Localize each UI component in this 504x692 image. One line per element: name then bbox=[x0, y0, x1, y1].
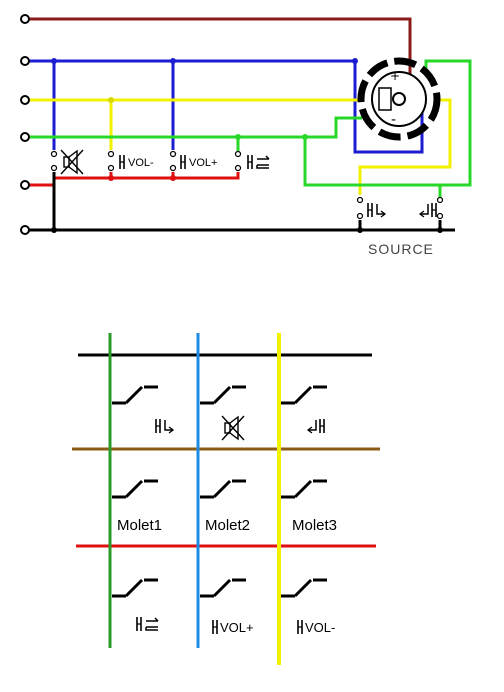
terminals bbox=[20, 14, 30, 235]
source-next-icon bbox=[155, 418, 174, 434]
source-label: SOURCE bbox=[368, 241, 434, 257]
junction-dot bbox=[170, 58, 176, 64]
matrix-switch bbox=[279, 385, 329, 405]
matrix-switch bbox=[279, 578, 329, 598]
matrix-switch bbox=[198, 479, 248, 499]
mode-switch-icon bbox=[247, 154, 270, 170]
junction-dot bbox=[108, 175, 114, 181]
mute-speaker-icon bbox=[221, 415, 245, 441]
junction-dot bbox=[352, 58, 358, 64]
switch-source-next bbox=[367, 202, 386, 218]
molet3-label: Molet3 bbox=[292, 517, 337, 534]
terminal-4 bbox=[20, 132, 30, 142]
switch-label-vol-plus: VOL+ bbox=[189, 157, 217, 169]
junction-dot bbox=[170, 175, 176, 181]
matrix-label-vol-minus: VOL- bbox=[305, 620, 335, 635]
switch-mute bbox=[60, 149, 84, 175]
matrix-switch bbox=[110, 578, 160, 598]
top-circuit: VOL- VOL+ SOURCE + - bbox=[20, 14, 472, 257]
volume-icon bbox=[119, 154, 125, 170]
green-wire bbox=[25, 116, 362, 139]
matrix-switch bbox=[198, 385, 248, 405]
switch-vol-plus: VOL+ bbox=[180, 154, 217, 170]
molet1-label: Molet1 bbox=[117, 517, 162, 534]
yellow-loop bbox=[358, 98, 452, 195]
matrix-switch bbox=[279, 479, 329, 499]
switch-matrix: Molet1 Molet2 Molet3 VOL+ VOL- bbox=[72, 333, 380, 665]
junction-dot bbox=[108, 97, 114, 103]
source-prev-icon bbox=[419, 202, 437, 218]
volume-icon bbox=[212, 619, 218, 635]
switch-mode bbox=[247, 154, 270, 170]
source-next-icon bbox=[367, 202, 386, 218]
junction-dot bbox=[51, 227, 57, 233]
matrix-switch bbox=[110, 385, 160, 405]
dark-red-wire bbox=[25, 17, 412, 100]
junction-dot bbox=[235, 134, 241, 140]
terminal-3 bbox=[20, 95, 30, 105]
connector-minus-label: - bbox=[391, 112, 396, 128]
molet2-label: Molet2 bbox=[205, 517, 250, 534]
volume-icon bbox=[180, 154, 186, 170]
round-connector: + - bbox=[357, 57, 441, 141]
switch-contacts bbox=[50, 150, 444, 220]
terminal-2 bbox=[20, 56, 30, 66]
terminal-6 bbox=[20, 225, 30, 235]
volume-icon bbox=[297, 619, 303, 635]
junctions bbox=[51, 58, 443, 233]
matrix-label-vol-plus: VOL+ bbox=[220, 620, 254, 635]
switch-label-vol-minus: VOL- bbox=[128, 157, 154, 169]
junction-dot bbox=[357, 227, 363, 233]
switch-vol-minus: VOL- bbox=[119, 154, 154, 170]
terminal-1 bbox=[20, 14, 30, 24]
mute-speaker-icon bbox=[60, 149, 84, 175]
red-wire bbox=[25, 172, 240, 187]
blue-wire bbox=[25, 59, 424, 154]
matrix-switch bbox=[110, 479, 160, 499]
junction-dot bbox=[302, 134, 308, 140]
terminal-5 bbox=[20, 180, 30, 190]
junction-dot bbox=[51, 58, 57, 64]
junction-dot bbox=[437, 227, 443, 233]
switch-source-prev bbox=[419, 202, 437, 218]
green-loop bbox=[303, 59, 472, 187]
mode-switch-icon bbox=[136, 616, 159, 632]
connector-plus-label: + bbox=[390, 69, 400, 83]
matrix-switch bbox=[198, 578, 248, 598]
source-prev-icon bbox=[307, 418, 325, 434]
